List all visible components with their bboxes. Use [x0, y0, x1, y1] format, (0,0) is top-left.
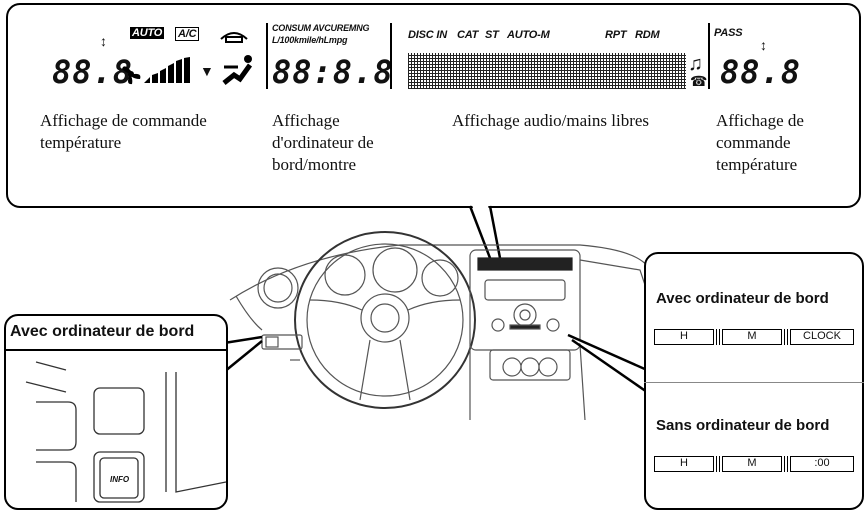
phone-icon: ☎: [690, 73, 708, 89]
audio-label-disc-in: DISC IN: [408, 29, 447, 41]
audio-label-rdm: RDM: [635, 29, 660, 41]
airflow-mode-icon: [222, 55, 253, 85]
divider-1: [266, 23, 268, 89]
caption-trip: Affichage d'ordinateur de bord/montre: [272, 111, 374, 174]
temp-right-value: 88.8: [720, 53, 802, 91]
clock-value: 88:8.8: [272, 53, 394, 91]
audio-label-auto-m: AUTO-M: [507, 29, 550, 41]
left-callout: Avec ordinateur de bord INFO: [4, 314, 228, 510]
fan-icon: [122, 66, 141, 85]
right-callout-without-title: Sans ordinateur de bord: [656, 417, 830, 434]
audio-label-st: ST: [485, 29, 499, 41]
info-button[interactable]: INFO: [110, 475, 130, 484]
thermometer-icon: ↕: [100, 33, 107, 49]
without-00-button[interactable]: :00: [790, 456, 854, 472]
right-callout-separator: [644, 382, 864, 383]
divider-3: [708, 23, 710, 89]
thermometer-right-icon: ↕: [760, 37, 767, 53]
audio-label-rpt: RPT: [605, 29, 627, 41]
defrost-icon: ▼: [200, 63, 214, 79]
caption-temp-left: Affichage de commande température: [40, 111, 207, 152]
with-clock-button[interactable]: CLOCK: [790, 329, 854, 345]
audio-dot-matrix: [408, 53, 686, 89]
without-gap-1: [716, 456, 720, 472]
without-m-button[interactable]: M: [722, 456, 782, 472]
fan-speed-bars-icon: [144, 57, 190, 83]
divider-2: [390, 23, 392, 89]
recirculation-icon: [220, 32, 248, 43]
left-callout-title: Avec ordinateur de bord: [10, 323, 195, 340]
with-m-button[interactable]: M: [722, 329, 782, 345]
units-label: L/100kmile/hLmpg: [272, 35, 348, 45]
without-h-button[interactable]: H: [654, 456, 714, 472]
with-gap-1: [716, 329, 720, 345]
music-note-icon: ♫: [688, 53, 703, 75]
caption-audio: Affichage audio/mains libres: [452, 111, 650, 130]
without-gap-2: [784, 456, 788, 472]
temp-left-value: 88.8: [52, 53, 134, 91]
right-callout: Avec ordinateur de bord H M CLOCK Sans o…: [644, 252, 864, 510]
auto-indicator: AUTO: [130, 27, 165, 39]
left-callout-separator: [4, 349, 228, 351]
audio-label-cat: CAT: [457, 29, 479, 41]
ac-indicator: A/C: [175, 27, 200, 41]
switch-panel-drawing: [25, 361, 226, 503]
with-gap-2: [784, 329, 788, 345]
right-callout-with-title: Avec ordinateur de bord: [656, 290, 829, 307]
with-h-button[interactable]: H: [654, 329, 714, 345]
consum-label: CONSUM AVCUREMNG: [272, 23, 370, 33]
pass-label: PASS: [714, 27, 743, 39]
lcd-panel: ↕ AUTO A/C 88.8 ▼ CONSUM AVCUREMNG L/100…: [20, 15, 850, 105]
caption-temp-right: Affichage de commande température: [716, 111, 804, 174]
